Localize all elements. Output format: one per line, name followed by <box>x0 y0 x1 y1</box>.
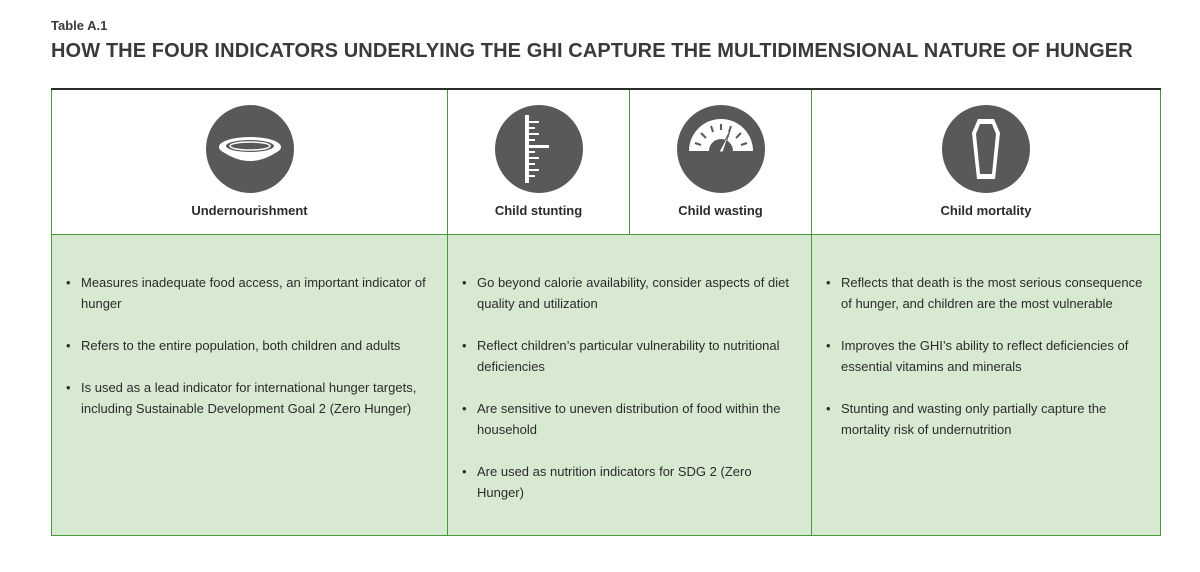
bowl-icon <box>205 105 294 193</box>
undernourishment-description: Measures inadequate food access, an impo… <box>51 235 447 535</box>
table-body-row: Measures inadequate food access, an impo… <box>51 234 1161 535</box>
header-child-stunting: Child stunting <box>447 90 629 234</box>
mortality-description: Reflects that death is the most serious … <box>811 235 1161 535</box>
header-child-wasting: Child wasting <box>629 90 811 234</box>
list-item: Go beyond calorie availability, consider… <box>462 272 801 314</box>
table-header-row: Undernourishment <box>51 90 1161 234</box>
header-undernourishment: Undernourishment <box>51 90 447 234</box>
coffin-icon <box>942 105 1030 193</box>
indicator-label: Undernourishment <box>191 203 308 218</box>
indicator-label: Child stunting <box>494 203 583 218</box>
list-item: Are sensitive to uneven distribution of … <box>462 398 801 440</box>
list-item: Improves the GHI’s ability to reflect de… <box>826 335 1150 377</box>
indicator-label: Child mortality <box>940 203 1032 218</box>
indicator-label: Child wasting <box>678 203 763 218</box>
header-child-mortality: Child mortality <box>811 90 1161 234</box>
height-ruler-icon <box>494 105 583 193</box>
list-item: Reflect children’s particular vulnerabil… <box>462 335 801 377</box>
weighing-scale-icon <box>676 105 765 193</box>
table-label: Table A.1 <box>51 18 108 33</box>
list-item: Are used as nutrition indicators for SDG… <box>462 461 801 503</box>
table-title: HOW THE FOUR INDICATORS UNDERLYING THE G… <box>51 40 1133 62</box>
list-item: Stunting and wasting only partially capt… <box>826 398 1150 440</box>
list-item: Is used as a lead indicator for internat… <box>66 377 437 419</box>
list-item: Refers to the entire population, both ch… <box>66 335 437 356</box>
list-item: Measures inadequate food access, an impo… <box>66 272 437 314</box>
list-item: Reflects that death is the most serious … <box>826 272 1150 314</box>
indicator-table: Undernourishment <box>51 88 1161 536</box>
stunting-wasting-description: Go beyond calorie availability, consider… <box>447 235 811 535</box>
